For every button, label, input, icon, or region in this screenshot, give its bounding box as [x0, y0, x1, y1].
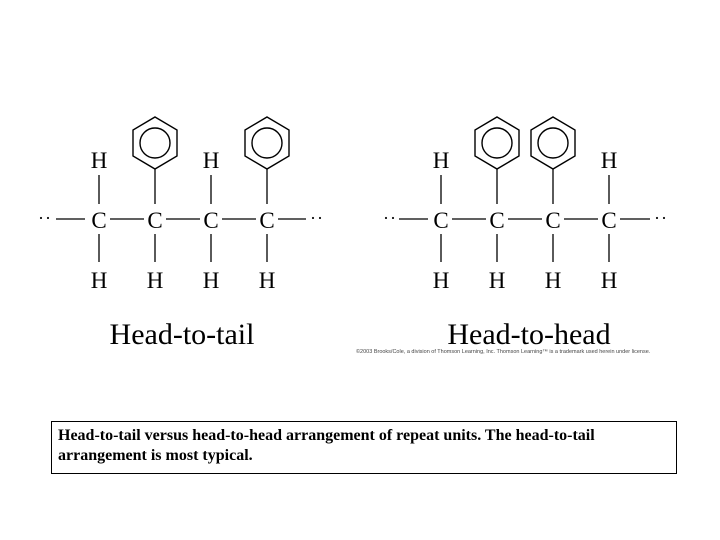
right-end-dots: ·· — [310, 208, 324, 228]
backbone-carbon: C — [91, 208, 106, 233]
copyright-notice: ©2003 Brooks/Cole, a division of Thomson… — [356, 349, 651, 355]
backbone-carbon: C — [259, 208, 274, 233]
left-end-dots: ·· — [383, 208, 397, 228]
bottom-hydrogen: H — [203, 268, 220, 293]
phenyl-ring-circle — [251, 127, 283, 159]
right-end-dots: ·· — [654, 208, 668, 228]
backbone-carbon: C — [545, 208, 560, 233]
bottom-hydrogen: H — [489, 268, 506, 293]
phenyl-ring-circle — [139, 127, 171, 159]
top-hydrogen: H — [203, 148, 220, 173]
bottom-hydrogen: H — [601, 268, 618, 293]
bottom-hydrogen: H — [147, 268, 164, 293]
backbone-carbon: C — [147, 208, 162, 233]
structure-label: Head-to-tail — [110, 318, 255, 351]
phenyl-ring-circle — [481, 127, 513, 159]
bottom-hydrogen: H — [259, 268, 276, 293]
top-hydrogen: H — [91, 148, 108, 173]
top-hydrogen: H — [433, 148, 450, 173]
backbone-carbon: C — [433, 208, 448, 233]
phenyl-ring-circle — [537, 127, 569, 159]
caption-text: Head-to-tail versus head-to-head arrange… — [58, 427, 595, 464]
backbone-carbon: C — [601, 208, 616, 233]
left-end-dots: ·· — [38, 208, 52, 228]
structure-label: Head-to-head — [447, 318, 610, 351]
structure-head-to-head: ·· C C C C ·· H H H H H H Head-to-head — [383, 116, 668, 351]
bottom-hydrogen: H — [91, 268, 108, 293]
backbone-carbon: C — [489, 208, 504, 233]
backbone-atoms: C C C C — [91, 208, 274, 233]
structure-head-to-tail: ·· C C C C ·· H H H H H H Head-to-tail — [38, 116, 324, 351]
caption-box: Head-to-tail versus head-to-head arrange… — [51, 421, 677, 474]
bottom-hydrogen: H — [433, 268, 450, 293]
backbone-carbon: C — [203, 208, 218, 233]
backbone-atoms: C C C C — [433, 208, 616, 233]
bottom-hydrogen: H — [545, 268, 562, 293]
top-hydrogen: H — [601, 148, 618, 173]
